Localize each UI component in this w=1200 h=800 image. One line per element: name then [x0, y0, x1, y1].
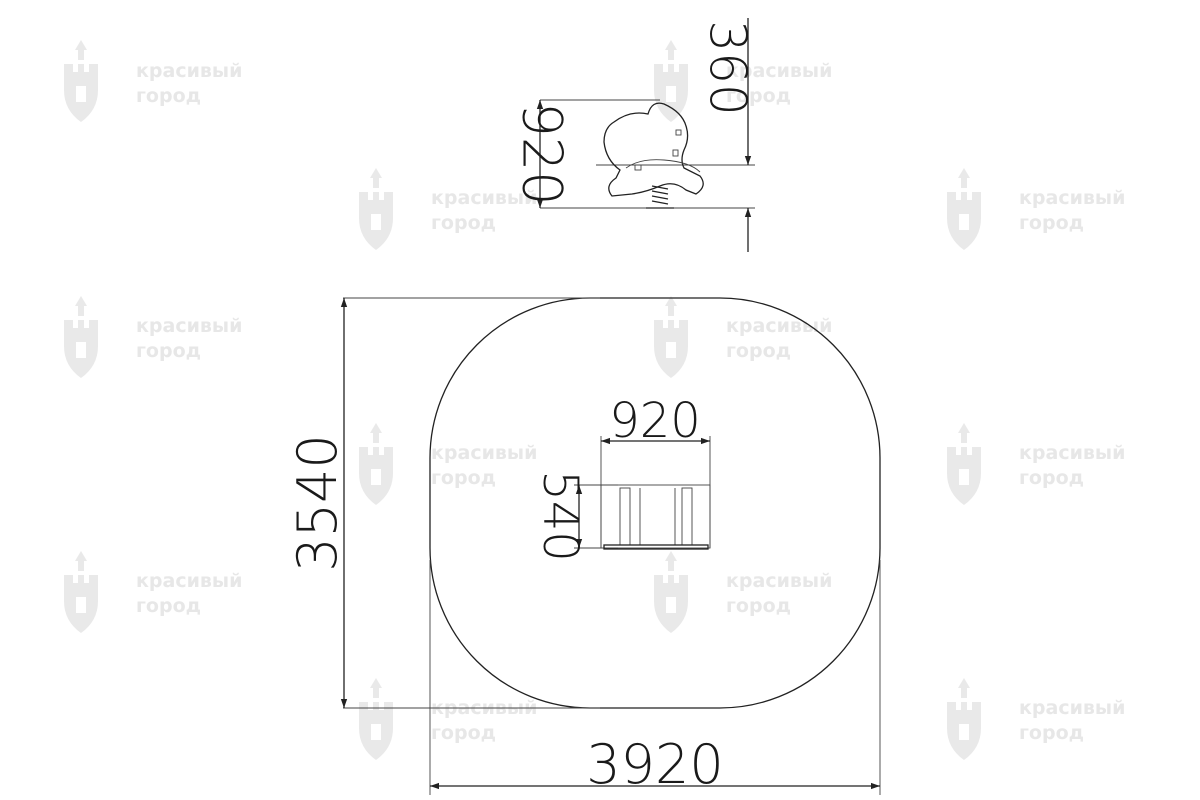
- watermark-line1: красивый: [136, 315, 242, 337]
- watermark-line2: город: [431, 722, 496, 744]
- dimension-label-item-depth: 540: [532, 470, 588, 562]
- watermark-3: красивый город: [359, 168, 537, 250]
- watermark-line1: красивый: [726, 570, 832, 592]
- dimension-label-side-offset: 360: [699, 20, 757, 115]
- watermark-12: красивый город: [947, 678, 1125, 760]
- watermark-7: красивый город: [359, 423, 537, 505]
- plan-view: 3540 3920 920 540: [286, 297, 881, 796]
- side-elevation-view: 920 360: [510, 18, 757, 252]
- watermark-line1: красивый: [726, 315, 832, 337]
- watermark-line2: город: [1019, 467, 1084, 489]
- watermark-1: красивый город: [64, 40, 242, 122]
- watermark-8: красивый город: [947, 423, 1125, 505]
- watermark-line2: город: [1019, 212, 1084, 234]
- watermark-line1: красивый: [431, 187, 537, 209]
- watermark-11: красивый город: [359, 678, 537, 760]
- watermark-line1: красивый: [431, 442, 537, 464]
- watermark-line2: город: [1019, 722, 1084, 744]
- spring-rider-detail: [672, 149, 679, 157]
- watermark-line1: красивый: [726, 60, 832, 82]
- watermark-6: красивый город: [654, 296, 832, 378]
- spring-rider-seat-line: [625, 159, 701, 173]
- watermark-logo-icon: [947, 423, 981, 505]
- watermark-logo-icon: [359, 423, 393, 505]
- equipment-frame-left: [619, 487, 631, 546]
- watermark-logo-icon: [359, 168, 393, 250]
- watermark-line2: город: [726, 595, 791, 617]
- spring-rider-handle: [634, 164, 642, 171]
- dimension-label-area-width: 3920: [586, 733, 723, 796]
- watermark-logo-icon: [64, 551, 98, 633]
- watermark-logo-icon: [64, 296, 98, 378]
- equipment-footprint: [600, 484, 711, 549]
- watermark-logo-icon: [64, 40, 98, 122]
- spring-coil: [651, 185, 669, 205]
- watermark-2: красивый город: [654, 40, 832, 122]
- watermark-line2: город: [136, 85, 201, 107]
- watermark-line2: город: [726, 340, 791, 362]
- watermark-4: красивый город: [947, 168, 1125, 250]
- watermark-logo-icon: [654, 296, 688, 378]
- dimension-label-side-height: 920: [510, 102, 573, 205]
- watermark-line1: красивый: [136, 60, 242, 82]
- watermark-line2: город: [431, 467, 496, 489]
- watermark-line2: город: [136, 340, 201, 362]
- watermark-9: красивый город: [64, 551, 242, 633]
- watermark-logo-icon: [654, 551, 688, 633]
- watermark-line2: город: [136, 595, 201, 617]
- dimension-label-item-width: 920: [609, 393, 701, 449]
- watermark-line2: город: [726, 85, 791, 107]
- watermark-logo-icon: [359, 678, 393, 760]
- safety-zone-outline: [429, 297, 881, 709]
- watermark-line1: красивый: [136, 570, 242, 592]
- watermark-layer: красивый город красивый город красивый г…: [64, 40, 1125, 760]
- spring-rider-eye: [675, 129, 682, 136]
- equipment-base-plate: [603, 544, 709, 550]
- watermark-logo-icon: [947, 678, 981, 760]
- spring-rider-body: [603, 102, 704, 197]
- watermark-logo-icon: [947, 168, 981, 250]
- watermark-line1: красивый: [1019, 442, 1125, 464]
- watermark-line1: красивый: [1019, 187, 1125, 209]
- watermark-5: красивый город: [64, 296, 242, 378]
- equipment-frame-right: [681, 487, 693, 546]
- watermark-logo-icon: [654, 40, 688, 122]
- watermark-line2: город: [431, 212, 496, 234]
- watermark-10: красивый город: [654, 551, 832, 633]
- dimension-label-area-length: 3540: [286, 434, 349, 571]
- watermark-line1: красивый: [1019, 697, 1125, 719]
